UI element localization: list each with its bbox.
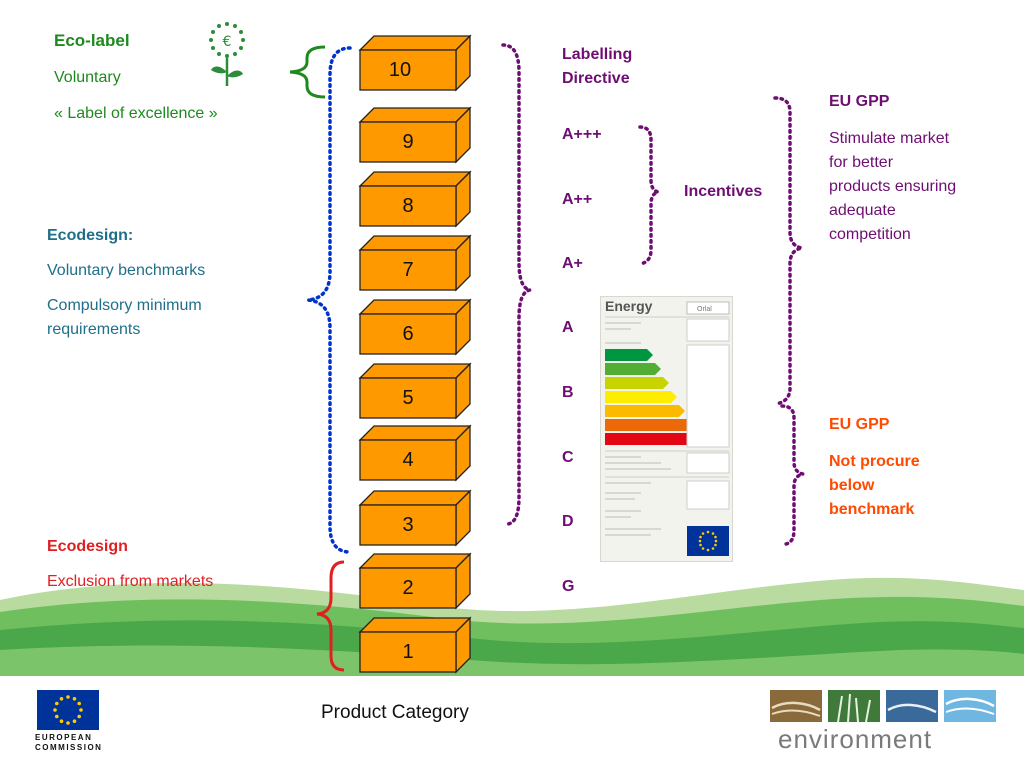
product-block-4 xyxy=(358,424,472,482)
energy-class-label: A xyxy=(562,319,574,336)
energy-class-label: A++ xyxy=(562,191,593,208)
energy-class-label: C xyxy=(562,449,574,466)
block-front-face xyxy=(359,49,457,91)
labelling-brace xyxy=(501,43,531,526)
block-front-face xyxy=(359,631,457,673)
block-front-face xyxy=(359,567,457,609)
product-block-2 xyxy=(358,552,472,610)
european-commission-wordmark: EUROPEAN COMMISSION xyxy=(35,733,102,753)
svg-text:€: € xyxy=(223,34,232,50)
ecolabel-excellence: « Label of excellence » xyxy=(54,105,218,122)
environment-wordmark: environment xyxy=(778,724,933,754)
requirements-text: requirements xyxy=(47,321,141,338)
energy-label-tag: Orlal xyxy=(697,306,712,313)
gpp-bottom-title: EU GPP xyxy=(829,416,890,433)
product-block-1 xyxy=(358,616,472,674)
gpp-top-line5: competition xyxy=(829,226,911,243)
gpp-bottom-line2: below xyxy=(829,477,875,494)
ec-line2: COMMISSION xyxy=(35,743,103,752)
block-top-face xyxy=(358,235,472,251)
product-category-label: Product Category xyxy=(321,702,469,723)
block-top-face xyxy=(358,553,472,569)
block-top-face xyxy=(358,425,472,441)
energy-rating-arrows xyxy=(605,349,701,445)
ecodesign-benchmarks-title: Ecodesign: xyxy=(47,227,134,244)
block-number-10: 10 xyxy=(388,59,412,81)
block-front-face xyxy=(359,313,457,355)
ecolabel-brace xyxy=(289,45,326,99)
environment-logo-tiles xyxy=(770,690,996,723)
ecodesign-brace xyxy=(307,46,352,554)
gpp-top-line3: products ensuring xyxy=(829,178,957,195)
exclusion-brace xyxy=(316,560,345,672)
incentives-brace xyxy=(638,125,665,266)
block-front-face xyxy=(359,377,457,419)
gpp-top-brace xyxy=(773,96,803,406)
block-front-face xyxy=(359,121,457,163)
product-block-6 xyxy=(358,298,472,356)
gpp-top-line2: for better xyxy=(829,154,894,171)
energy-label-image: Energy Orlal xyxy=(600,296,733,562)
ecolabel-voluntary: Voluntary xyxy=(54,69,121,86)
energy-class-label: A+++ xyxy=(562,126,602,143)
incentives-label: Incentives xyxy=(684,183,763,200)
block-number-5: 5 xyxy=(402,387,414,409)
energy-class-label: B xyxy=(562,384,574,401)
block-front-face xyxy=(359,249,457,291)
ecolabel-title: Eco-label xyxy=(54,31,130,50)
block-top-face xyxy=(358,171,472,187)
gpp-top-line1: Stimulate market xyxy=(829,130,950,147)
product-block-7 xyxy=(358,234,472,292)
product-block-5 xyxy=(358,362,472,420)
eu-flag-icon xyxy=(37,690,99,730)
block-front-face xyxy=(359,439,457,481)
block-top-face xyxy=(358,617,472,633)
block-number-3: 3 xyxy=(402,514,414,536)
ecodesign-exclusion-title: Ecodesign xyxy=(47,538,128,555)
product-block-8 xyxy=(358,170,472,228)
labelling-title-line2: Directive xyxy=(562,70,630,87)
block-number-8: 8 xyxy=(402,195,414,217)
ec-line1: EUROPEAN xyxy=(35,733,93,742)
product-block-3 xyxy=(358,489,472,547)
exclusion-from-markets-text: Exclusion from markets xyxy=(47,573,214,590)
block-front-face xyxy=(359,504,457,546)
block-top-face xyxy=(358,490,472,506)
block-number-4: 4 xyxy=(402,449,414,471)
block-top-face xyxy=(358,107,472,123)
block-number-6: 6 xyxy=(402,323,414,345)
gpp-bottom-line1: Not procure xyxy=(829,453,920,470)
gpp-top-title: EU GPP xyxy=(829,93,890,110)
block-top-face xyxy=(358,35,472,51)
block-number-2: 2 xyxy=(402,577,414,599)
gpp-bottom-brace xyxy=(780,404,804,546)
block-top-face xyxy=(358,363,472,379)
block-number-9: 9 xyxy=(402,131,414,153)
block-number-7: 7 xyxy=(402,259,414,281)
block-number-1: 1 xyxy=(402,641,414,663)
energy-class-label: A+ xyxy=(562,255,583,272)
compulsory-minimum-text: Compulsory minimum xyxy=(47,297,202,314)
product-block-9 xyxy=(358,106,472,164)
labelling-title-line1: Labelling xyxy=(562,46,633,63)
block-top-face xyxy=(358,299,472,315)
energy-label-title: Energy xyxy=(605,298,653,314)
gpp-top-line4: adequate xyxy=(829,202,896,219)
gpp-bottom-line3: benchmark xyxy=(829,501,915,518)
voluntary-benchmarks-text: Voluntary benchmarks xyxy=(47,262,206,279)
block-front-face xyxy=(359,185,457,227)
product-block-10 xyxy=(358,34,472,92)
energy-label-graphic: Energy Orlal xyxy=(605,298,730,556)
energy-class-label: G xyxy=(562,578,575,595)
ecolabel-flower-icon: € xyxy=(209,22,245,86)
energy-class-label: D xyxy=(562,513,574,530)
